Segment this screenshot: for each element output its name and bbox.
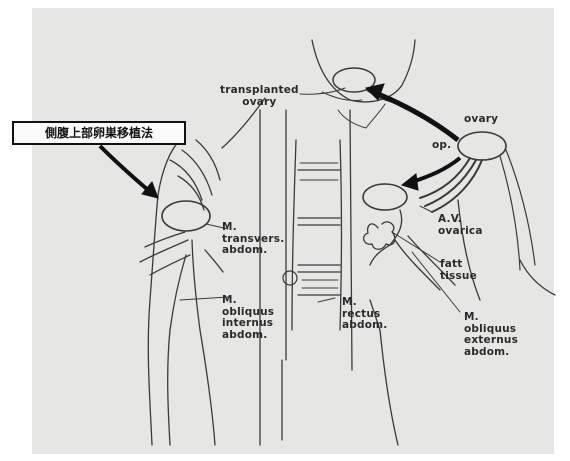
label-m-obliquus-internus-line4: abdom. bbox=[222, 330, 274, 342]
label-ovary: ovary bbox=[464, 114, 498, 126]
fat-tissue bbox=[364, 222, 395, 249]
label-fatt-tissue-line2: tissue bbox=[440, 271, 477, 283]
label-m-rectus: M. rectus abdom. bbox=[342, 297, 387, 332]
japanese-title-box: 側腹上部卵巣移植法 bbox=[12, 121, 186, 145]
relocated-ovary bbox=[363, 184, 407, 210]
label-fatt-tissue: fatt tissue bbox=[440, 259, 477, 282]
label-op-line1: op. bbox=[432, 140, 451, 152]
leader-av bbox=[420, 206, 432, 212]
label-transplanted-ovary-line1: transplanted bbox=[220, 85, 299, 97]
arrow-from-title bbox=[100, 146, 148, 190]
label-transplanted-ovary-line2: ovary bbox=[220, 97, 299, 109]
label-m-obliquus-externus-line4: abdom. bbox=[464, 347, 518, 359]
label-m-rectus-line3: abdom. bbox=[342, 320, 387, 332]
label-m-obliquus-internus: M. obliquus internus abdom. bbox=[222, 295, 274, 341]
label-m-obliquus-internus-line3: internus bbox=[222, 318, 274, 330]
label-m-obliquus-externus-line1: M. bbox=[464, 312, 518, 324]
right-ovary bbox=[458, 132, 506, 160]
label-av-ovarica-line2: ovarica bbox=[438, 226, 483, 238]
label-op: op. bbox=[432, 140, 451, 152]
arrow-to-relocated-head bbox=[402, 174, 418, 190]
spine-left-edge bbox=[292, 140, 296, 330]
label-m-transvers-line1: M. bbox=[222, 222, 284, 234]
leader-rectus bbox=[318, 298, 335, 302]
label-m-obliquus-externus: M. obliquus externus abdom. bbox=[464, 312, 518, 358]
left-ribs bbox=[170, 140, 220, 210]
leader-internus bbox=[180, 297, 228, 300]
label-av-ovarica-line1: A.V. bbox=[438, 214, 483, 226]
label-av-ovarica: A.V. ovarica bbox=[438, 214, 483, 237]
leader-transplanted bbox=[300, 88, 345, 94]
label-m-transvers-line3: abdom. bbox=[222, 245, 284, 257]
label-transplanted-ovary: transplanted ovary bbox=[220, 85, 299, 108]
label-m-obliquus-externus-line3: externus bbox=[464, 335, 518, 347]
label-fatt-tissue-line1: fatt bbox=[440, 259, 477, 271]
label-m-obliquus-internus-line1: M. bbox=[222, 295, 274, 307]
left-contour bbox=[168, 255, 186, 445]
left-ovary bbox=[162, 201, 210, 231]
label-ovary-line1: ovary bbox=[464, 114, 498, 126]
label-m-rectus-line1: M. bbox=[342, 297, 387, 309]
label-m-transvers: M. transvers. abdom. bbox=[222, 222, 284, 257]
arrow-to-transplanted bbox=[378, 94, 458, 140]
japanese-title-text: 側腹上部卵巣移植法 bbox=[45, 126, 153, 140]
left-inner-outline bbox=[192, 240, 215, 445]
